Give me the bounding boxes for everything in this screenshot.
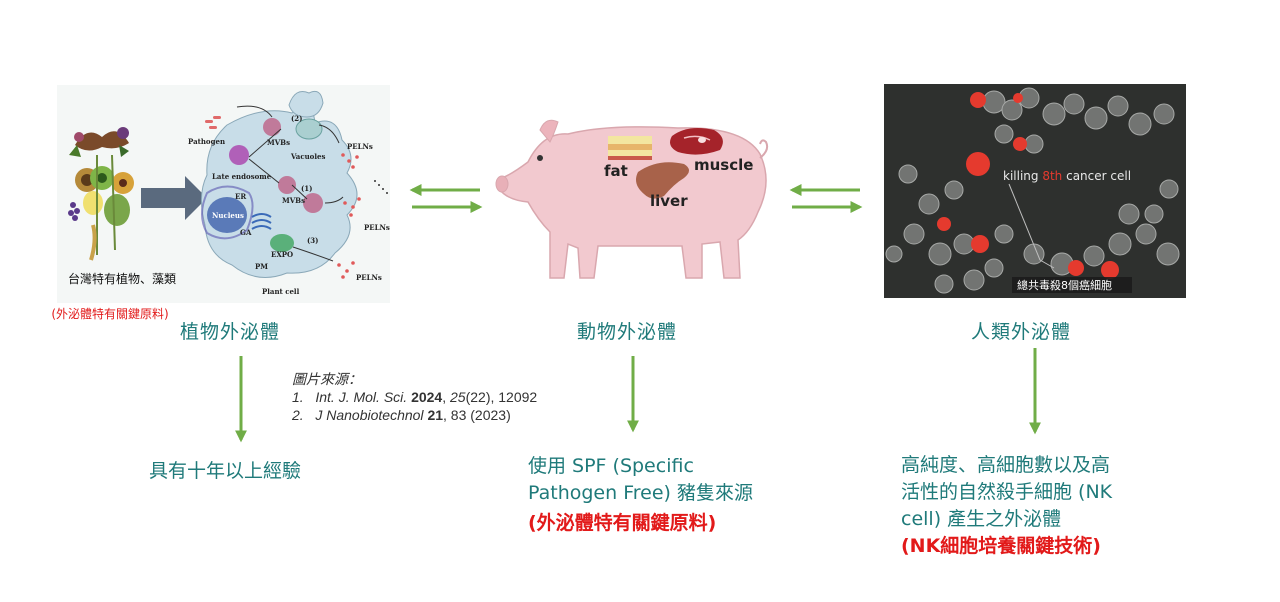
references: 圖片來源： 1. Int. J. Mol. Sci. 2024, 25(22),… — [292, 370, 537, 424]
human-result-line-1: 高純度、高細胞數以及高 — [901, 452, 1221, 479]
exchange-arrows-left — [412, 190, 480, 207]
human-result: 高純度、高細胞數以及高 活性的自然殺手細胞 (NK cell) 產生之外泌體 (… — [901, 452, 1221, 560]
animal-result-line-2: Pathogen Free) 豬隻來源 — [528, 480, 828, 507]
exchange-arrows-right — [792, 190, 860, 207]
reference-1: 1. Int. J. Mol. Sci. 2024, 25(22), 12092 — [292, 388, 537, 406]
plant-result: 具有十年以上經驗 — [149, 458, 301, 485]
reference-2: 2. J Nanobiotechnol 21, 83 (2023) — [292, 406, 537, 424]
animal-result: 使用 SPF (Specific Pathogen Free) 豬隻來源 (外泌… — [528, 453, 828, 537]
animal-result-line-1: 使用 SPF (Specific — [528, 453, 828, 480]
human-result-line-3: cell) 產生之外泌體 — [901, 506, 1221, 533]
human-result-key: (NK細胞培養關鍵技術) — [901, 533, 1221, 560]
animal-result-key: (外泌體特有關鍵原料) — [528, 510, 828, 537]
references-heading: 圖片來源： — [292, 370, 537, 388]
human-result-line-2: 活性的自然殺手細胞 (NK — [901, 479, 1221, 506]
